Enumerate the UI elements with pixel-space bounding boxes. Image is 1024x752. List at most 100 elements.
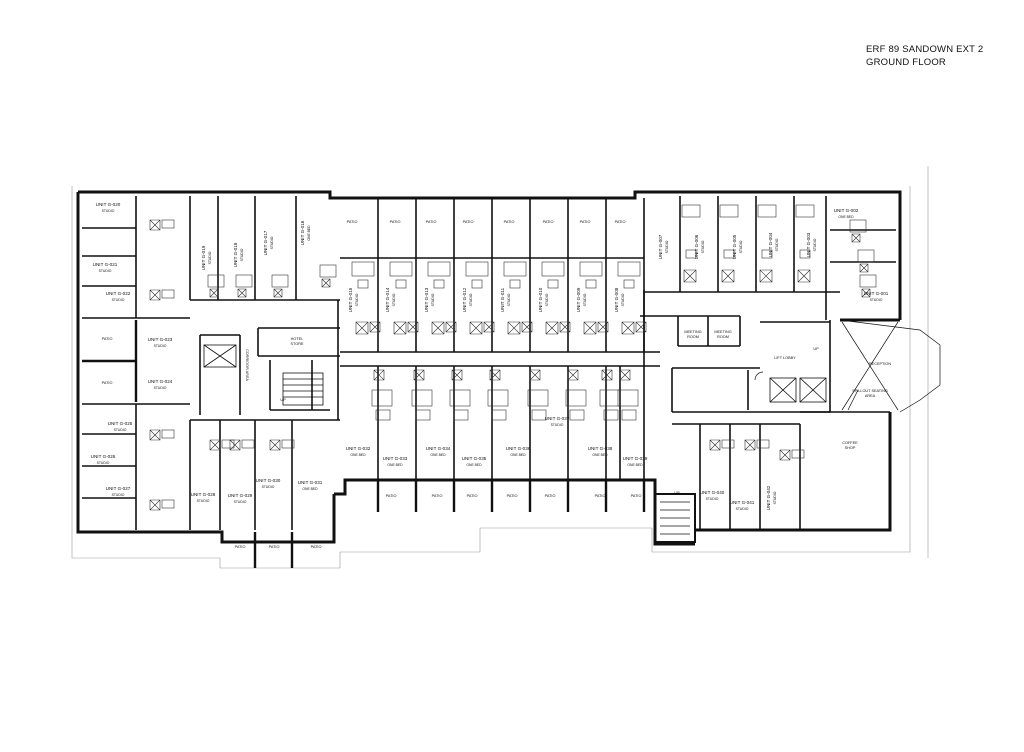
unit-type-g005: STUDIO xyxy=(739,240,743,253)
unit-type-g027: STUDIO xyxy=(112,493,125,497)
unit-type-g016: ONE BED xyxy=(307,225,311,241)
patio-label: PATIO xyxy=(102,381,113,385)
fixture xyxy=(756,439,770,449)
shower-tray xyxy=(521,321,533,333)
patio-label: PATIO xyxy=(580,220,591,224)
shower-tray xyxy=(545,321,559,335)
patio-label: PATIO xyxy=(235,545,246,549)
shower-tray xyxy=(355,321,369,335)
shower-tray xyxy=(721,269,735,283)
shower-tray xyxy=(273,288,283,298)
exterior-walls xyxy=(76,190,902,546)
shower-tray xyxy=(149,289,161,301)
bathroom-fixtures xyxy=(149,204,877,511)
patio-label: PATIO xyxy=(390,220,401,224)
shower-tray xyxy=(369,321,381,333)
shower-tray xyxy=(683,269,697,283)
shower-tray xyxy=(489,369,501,381)
site-boundary xyxy=(71,166,929,569)
patio-label: PATIO xyxy=(595,494,606,498)
unit-label-g005: UNIT G-005 xyxy=(732,234,737,259)
corridor-area-label: CORRIDOR AREA xyxy=(245,349,249,381)
fixture xyxy=(565,389,587,407)
unit-type-g029: STUDIO xyxy=(234,500,247,504)
unit-type-g039: ONE BED xyxy=(627,463,643,467)
unit-label-g031: UNIT G-031 xyxy=(298,480,323,485)
unit-type-g034: ONE BED xyxy=(430,453,446,457)
patio-label: PATIO xyxy=(615,220,626,224)
fixture xyxy=(599,389,621,407)
unit-label-g010: UNIT G-010 xyxy=(538,287,543,312)
fixture xyxy=(351,261,375,277)
unit-type-g026: STUDIO xyxy=(97,461,110,465)
unit-type-g007: STUDIO xyxy=(665,240,669,253)
fixture xyxy=(585,279,597,289)
fixture xyxy=(761,249,773,259)
fixture xyxy=(465,261,489,277)
fixture xyxy=(375,409,391,421)
shower-tray xyxy=(209,439,221,451)
fixture xyxy=(415,409,431,421)
shower-tray xyxy=(413,369,425,381)
unit-label-g028: UNIT G-028 xyxy=(191,492,216,497)
fixture xyxy=(235,274,253,288)
unit-label-g012: UNIT G-012 xyxy=(462,287,467,312)
shower-tray xyxy=(149,429,161,441)
fixture xyxy=(389,261,413,277)
reception-label: RECEPTION xyxy=(869,362,891,366)
fixture xyxy=(411,389,433,407)
unit-type-g002: ONE BED xyxy=(838,215,854,219)
fixture xyxy=(449,389,471,407)
fixture xyxy=(799,249,811,259)
unit-type-g018: STUDIO xyxy=(240,248,244,261)
unit-label-g017: UNIT G-017 xyxy=(263,230,268,255)
unit-label-g021: UNIT G-021 xyxy=(93,262,118,267)
fixture xyxy=(509,279,521,289)
unit-type-g025: STUDIO xyxy=(114,428,127,432)
patio-label: PATIO xyxy=(269,545,280,549)
shower-tray xyxy=(229,439,241,451)
unit-type-g031: ONE BED xyxy=(302,487,318,491)
unit-label-g002: UNIT G-002 xyxy=(834,208,859,213)
unit-label-g039: UNIT G-039 xyxy=(623,456,648,461)
patio-label: PATIO xyxy=(507,494,518,498)
patio-label: PATIO xyxy=(504,220,515,224)
fixture xyxy=(719,204,739,218)
unit-label-g023: UNIT G-023 xyxy=(148,337,173,342)
unit-label-g027: UNIT G-027 xyxy=(106,486,131,491)
shower-tray xyxy=(237,288,247,298)
fixture xyxy=(795,204,815,218)
floor-title: GROUND FLOOR xyxy=(866,57,946,68)
shower-tray xyxy=(583,321,597,335)
fixture xyxy=(757,204,777,218)
fixture xyxy=(357,279,369,289)
unit-label-g004: UNIT G-004 xyxy=(768,232,773,257)
shower-tray xyxy=(469,321,483,335)
fixture xyxy=(547,279,559,289)
shower-tray xyxy=(483,321,495,333)
shower-tray xyxy=(709,439,721,451)
unit-label-g008: UNIT G-008 xyxy=(614,287,619,312)
fixture xyxy=(241,439,255,449)
patio-label: PATIO xyxy=(386,494,397,498)
fixture xyxy=(503,261,527,277)
shower-tray xyxy=(601,369,613,381)
patio-label: PATIO xyxy=(543,220,554,224)
shower-tray xyxy=(373,369,385,381)
shower-tray xyxy=(393,321,407,335)
stair-up-label: UP xyxy=(813,347,819,351)
unit-type-g023: STUDIO xyxy=(154,344,167,348)
fixture xyxy=(161,219,175,229)
unit-type-g038: ONE BED xyxy=(592,453,608,457)
patio-label: PATIO xyxy=(102,337,113,341)
shower-tray xyxy=(451,369,463,381)
stair-up-label: UP xyxy=(674,491,680,495)
shower-tray xyxy=(149,499,161,511)
fixture xyxy=(857,249,875,263)
shower-tray xyxy=(559,321,571,333)
unit-type-g009: STUDIO xyxy=(583,293,587,306)
unit-label-g025: UNIT G-025 xyxy=(108,421,133,426)
shower-tray xyxy=(269,439,281,451)
